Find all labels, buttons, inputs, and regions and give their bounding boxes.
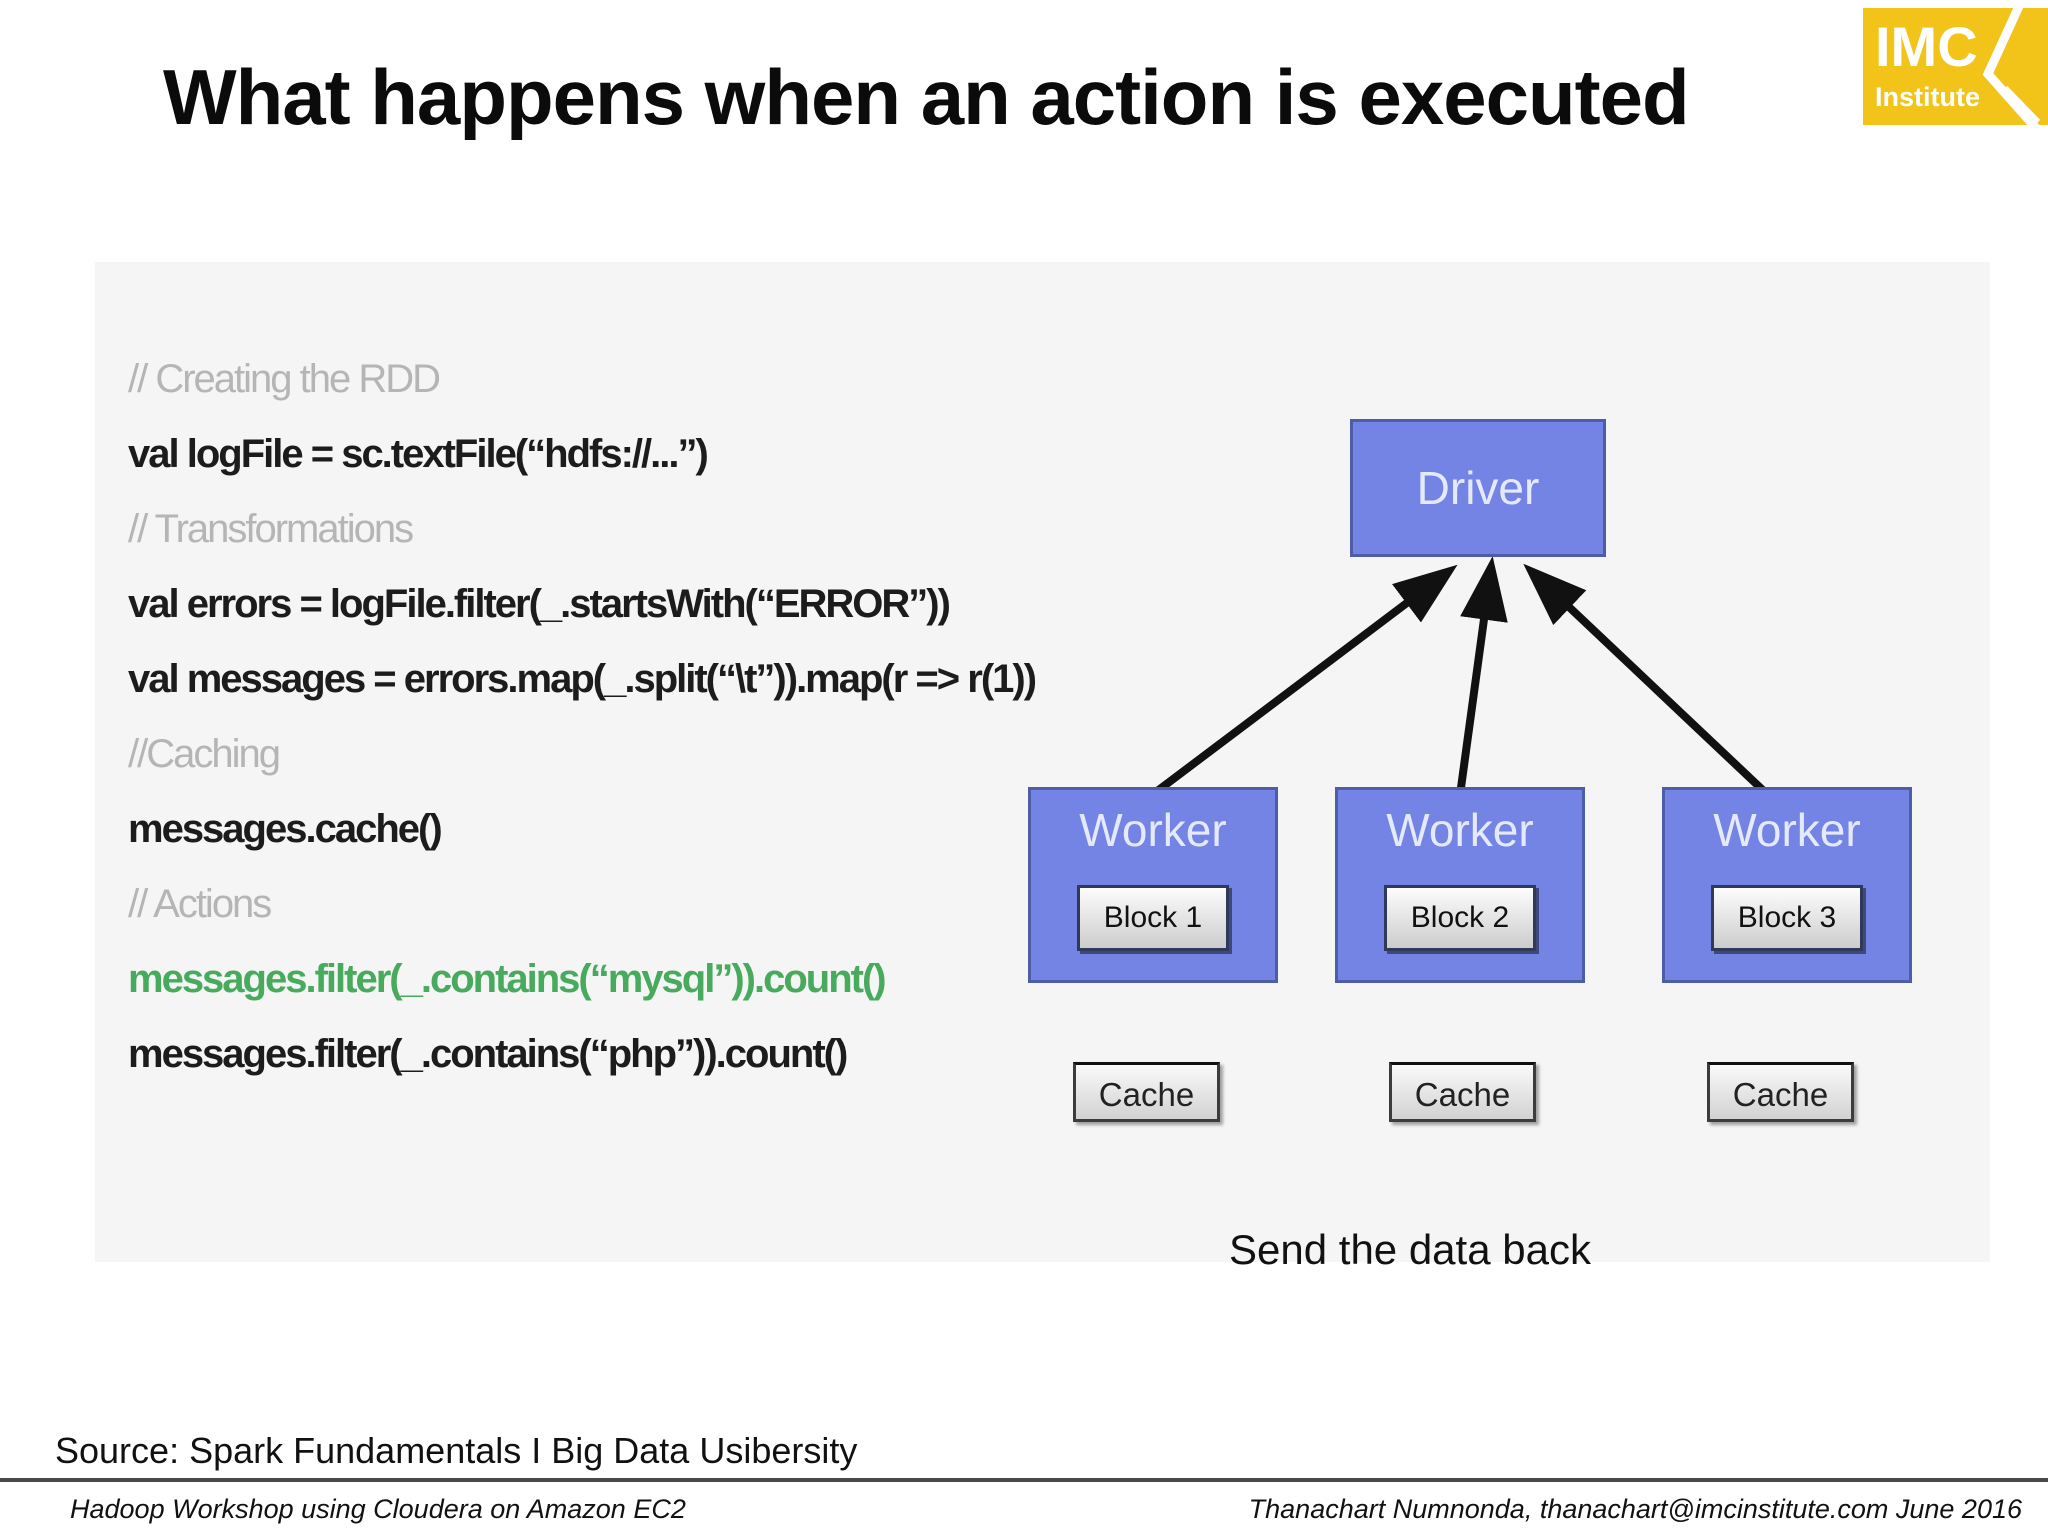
cache3-box: Cache xyxy=(1707,1062,1854,1122)
source-attribution: Source: Spark Fundamentals I Big Data Us… xyxy=(55,1430,858,1471)
code-comment-caching: //Caching xyxy=(128,732,281,776)
code-line-count-mysql: messages.filter(_.contains(“mysql”)).cou… xyxy=(128,957,887,1001)
footer-author-info: Thanachart Numnonda, thanachart@imcinsti… xyxy=(1248,1494,2022,1524)
block3-box: Block 3 xyxy=(1711,885,1863,951)
worker2-label: Worker xyxy=(1386,804,1534,856)
worker-node-2: Worker Block 2 xyxy=(1335,787,1585,983)
worker3-label: Worker xyxy=(1713,804,1861,856)
imc-institute-logo: IMC Institute xyxy=(1863,8,2048,125)
code-line-cache: messages.cache() xyxy=(128,807,443,851)
code-comment-creating-rdd: // Creating the RDD xyxy=(128,357,441,401)
logo-text-imc: IMC xyxy=(1875,15,1978,78)
cache1-box: Cache xyxy=(1073,1062,1220,1122)
block1-box: Block 1 xyxy=(1077,885,1229,951)
worker-node-1: Worker Block 1 xyxy=(1028,787,1278,983)
code-line-logfile: val logFile = sc.textFile(“hdfs://...”) xyxy=(128,432,709,476)
logo-chevron-icon xyxy=(1982,8,2041,125)
worker1-label: Worker xyxy=(1079,804,1227,856)
footer-divider xyxy=(0,1478,2048,1482)
code-comment-transformations: // Transformations xyxy=(128,507,414,551)
code-comment-actions: // Actions xyxy=(128,882,272,926)
diagram-caption: Send the data back xyxy=(1229,1226,1591,1273)
block2-box: Block 2 xyxy=(1384,885,1536,951)
slide-title: What happens when an action is executed xyxy=(163,53,1690,141)
driver-label: Driver xyxy=(1416,462,1540,514)
code-line-count-php: messages.filter(_.contains(“php”)).count… xyxy=(128,1032,848,1076)
logo-text-institute: Institute xyxy=(1875,82,1980,112)
driver-node: Driver xyxy=(1350,419,1606,557)
cache2-box: Cache xyxy=(1389,1062,1536,1122)
footer-workshop-title: Hadoop Workshop using Cloudera on Amazon… xyxy=(70,1494,686,1524)
worker-node-3: Worker Block 3 xyxy=(1662,787,1912,983)
code-line-errors: val errors = logFile.filter(_.startsWith… xyxy=(128,582,951,626)
spark-code-block: // Creating the RDD val logFile = sc.tex… xyxy=(128,342,1228,1092)
code-line-messages: val messages = errors.map(_.split(“\t”))… xyxy=(128,657,1037,701)
